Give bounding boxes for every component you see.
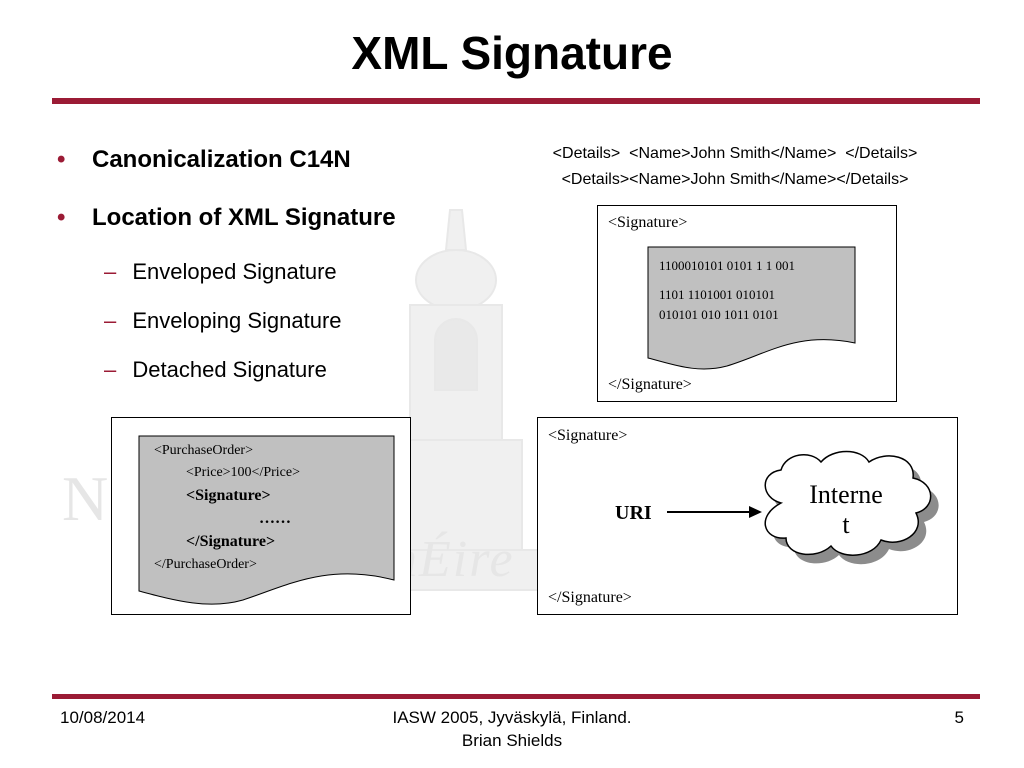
document-line: <Price>100</Price> [186,465,301,480]
cloud-label: Interne t [781,480,911,540]
bullet-marker: • [57,146,66,173]
sub-bullet-marker: – [104,357,117,382]
sub-bullet-marker: – [104,259,117,284]
purchase-order-document-shape [138,435,395,605]
footer-date: 10/08/2014 [60,708,146,727]
footer-divider [52,694,980,699]
canonicalization-example-1: <Details> <Name>John Smith</Name> </Deta… [552,145,918,162]
title-divider [52,98,980,104]
enveloped-signature-box: <PurchaseOrder> <Price>100</Price> <Sign… [111,417,411,615]
uri-label: URI [615,502,652,524]
footer-author: Brian Shields [461,731,563,750]
signed-data-line: 1101 1101001 010101 [659,287,776,302]
sub-bullet-enveloping: – Enveloping Signature [104,308,342,334]
document-line: <Signature> [186,487,271,504]
document-line: </PurchaseOrder> [154,557,257,572]
detached-signature-box: <Signature> URI Interne t </Signature> [537,417,958,615]
bullet-label: Location of XML Signature [92,204,396,231]
footer-page-number: 5 [954,708,964,727]
cloud-label-line: Interne [809,480,883,509]
document-line: </Signature> [186,533,276,550]
canonicalization-example-2: <Details><Name>John Smith</Name></Detail… [561,171,909,188]
signature-close-tag: </Signature> [608,376,692,393]
sub-bullet-enveloped: – Enveloped Signature [104,259,337,285]
document-line: <PurchaseOrder> [154,443,253,458]
signature-close-tag: </Signature> [548,589,632,606]
footer-conference: IASW 2005, Jyväskylä, Finland. [392,708,632,727]
uri-arrow [667,506,762,518]
signature-open-tag: <Signature> [608,214,688,231]
signed-data-line: 1100010101 0101 1 1 001 [659,258,796,273]
signed-data-line: 010101 010 1011 0101 [659,307,779,322]
internet-cloud-icon [764,450,939,565]
sub-bullet-detached: – Detached Signature [104,357,327,383]
enveloping-signature-box: <Signature> 1100010101 0101 1 1 001 1101… [597,205,897,402]
cloud-label-line: t [842,510,850,539]
sub-bullet-label: Enveloped Signature [132,259,337,284]
bullet-label: Canonicalization C14N [92,146,351,173]
signed-data-document-shape [647,246,856,370]
bullet-marker: • [57,204,66,231]
signature-open-tag: <Signature> [548,427,628,444]
sub-bullet-label: Enveloping Signature [132,308,342,333]
sub-bullet-label: Detached Signature [132,357,327,382]
slide-title: XML Signature [351,27,673,79]
sub-bullet-marker: – [104,308,117,333]
document-line: …… [259,510,291,527]
